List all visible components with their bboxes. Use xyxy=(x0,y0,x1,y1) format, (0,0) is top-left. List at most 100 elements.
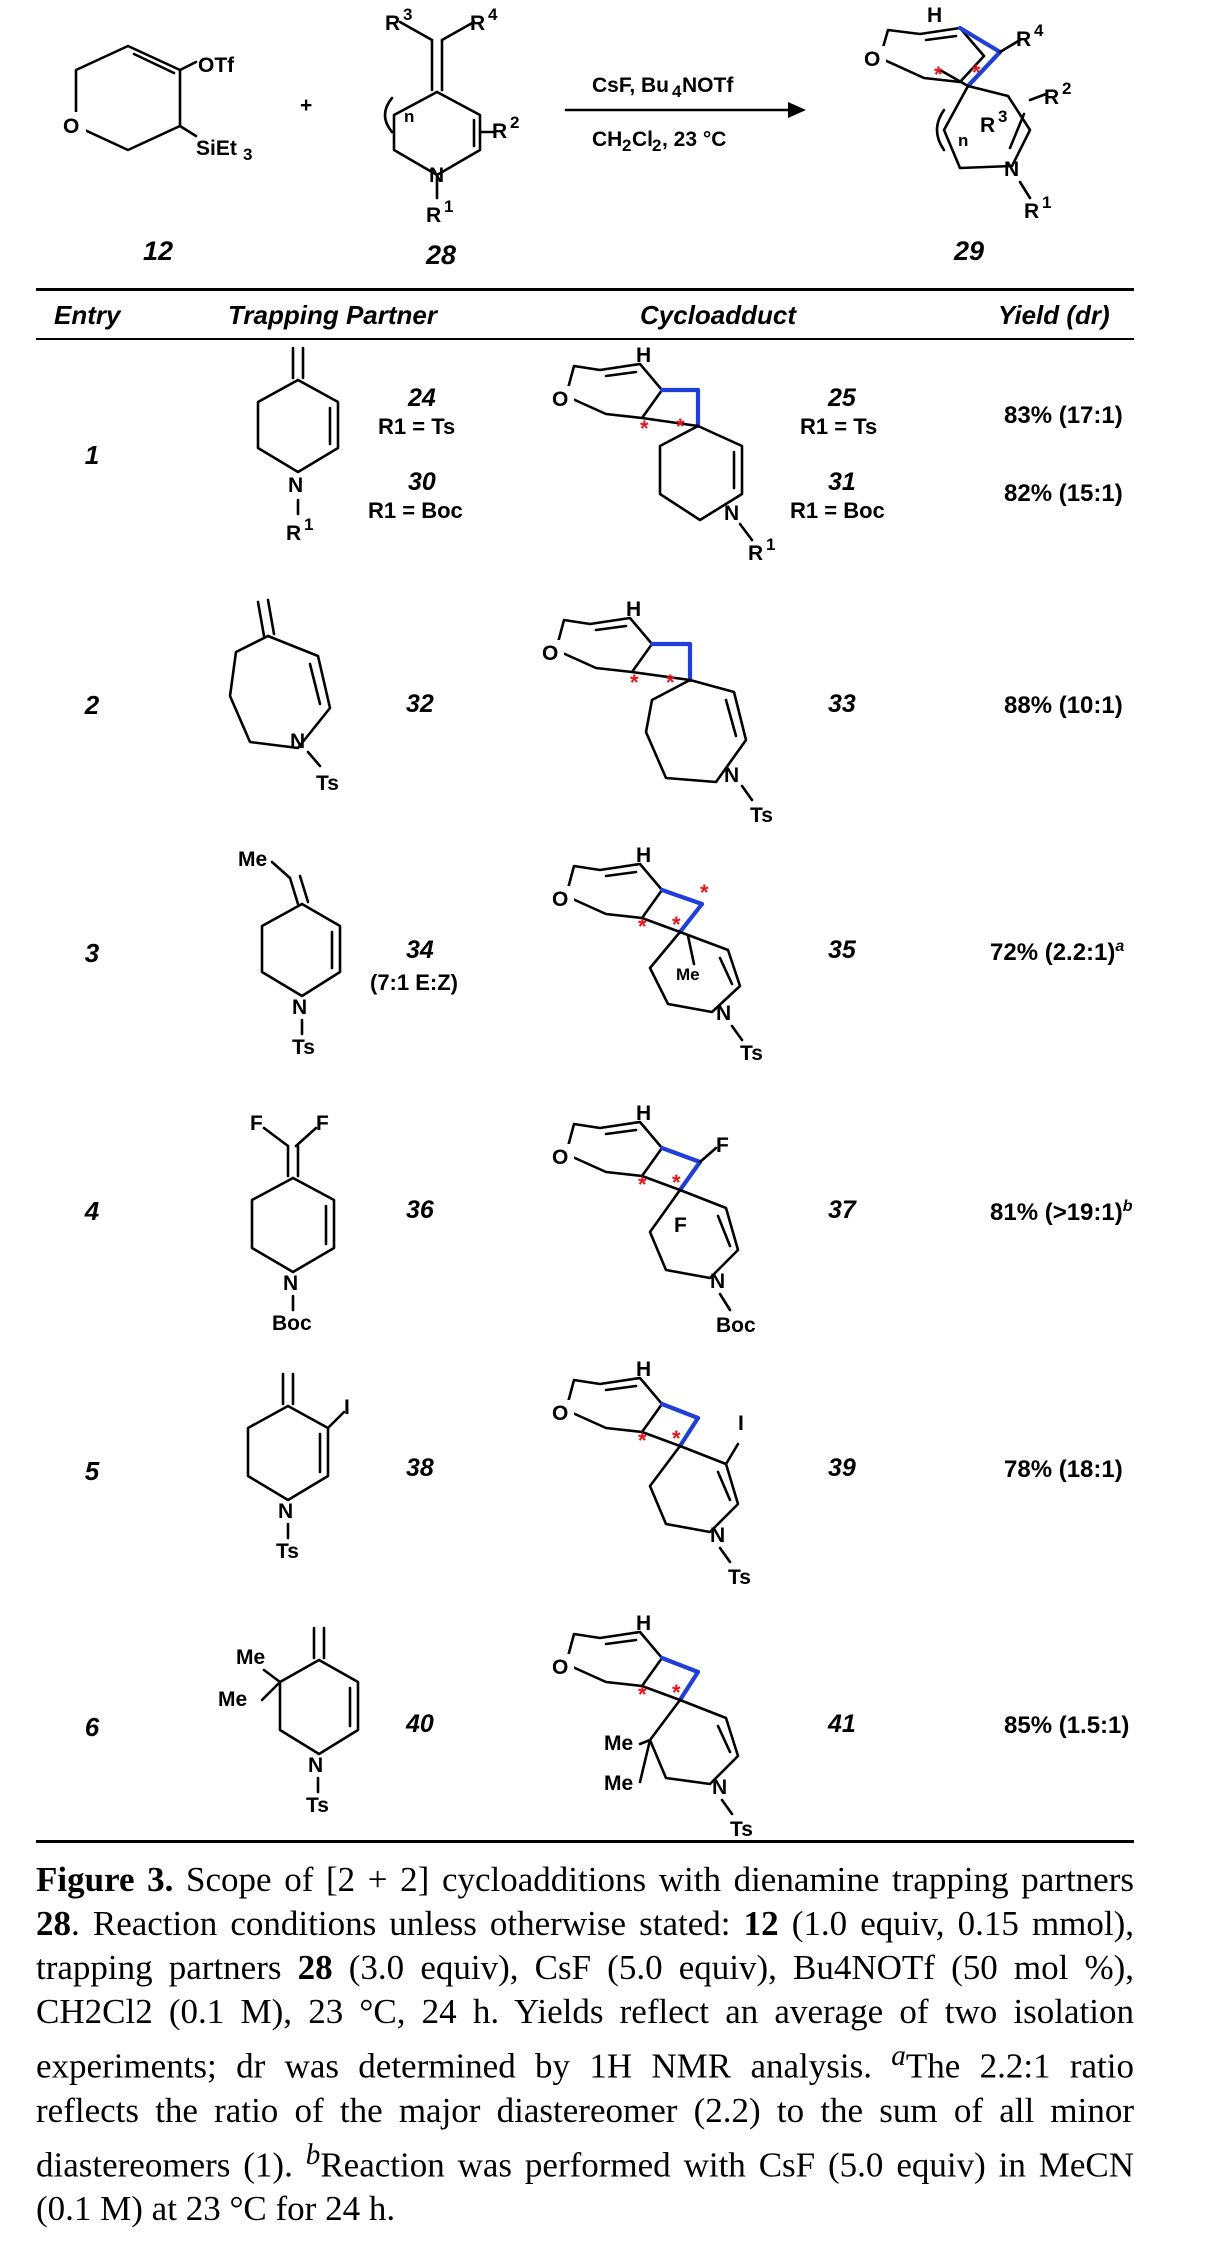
plus-sign: + xyxy=(300,94,312,117)
svg-text:N: N xyxy=(292,996,307,1019)
partner-5-structure: I N Ts xyxy=(246,1372,350,1563)
svg-text:R: R xyxy=(1016,28,1031,51)
svg-text:R: R xyxy=(1044,86,1059,109)
compound-34: 34 xyxy=(406,936,434,964)
svg-text:NOTf: NOTf xyxy=(682,74,734,97)
svg-text:Ts: Ts xyxy=(740,1042,763,1065)
compound-32: 32 xyxy=(406,690,434,718)
compound-41: 41 xyxy=(828,1710,856,1738)
caption-title: Figure 3. xyxy=(36,1860,174,1899)
svg-text:H: H xyxy=(636,1102,651,1125)
svg-text:O: O xyxy=(63,115,79,138)
svg-text:O: O xyxy=(542,642,558,665)
svg-text:*: * xyxy=(640,416,649,441)
caption-text-4: (3.0 equiv), CsF (5.0 equiv), Bu4NOTf (5… xyxy=(36,1948,1135,2086)
yield-1b: 82% (15:1) xyxy=(1004,480,1123,507)
caption-note-a: The 2.2:1 ratio reflects the ratio of th… xyxy=(36,2046,1134,2185)
svg-text:*: * xyxy=(638,1428,647,1453)
svg-text:F: F xyxy=(716,1134,729,1157)
yield-4: 81% (>19:1)b xyxy=(990,1198,1133,1227)
svg-text:R: R xyxy=(426,204,441,227)
caption-bold-28: 28 xyxy=(36,1904,71,1943)
compound-25: 25 xyxy=(828,384,856,412)
header-cycloadduct: Cycloadduct xyxy=(640,300,797,330)
compound-24-sub: R1 = Ts xyxy=(378,414,456,439)
svg-text:SiEt: SiEt xyxy=(196,137,237,160)
svg-text:N: N xyxy=(724,764,739,787)
svg-text:N: N xyxy=(278,1500,293,1523)
yield-3: 72% (2.2:1)a xyxy=(990,938,1124,967)
compound-36: 36 xyxy=(406,1196,434,1224)
svg-text:Me: Me xyxy=(604,1772,633,1795)
svg-text:2: 2 xyxy=(1062,79,1071,98)
svg-text:R: R xyxy=(980,114,995,137)
svg-text:Ts: Ts xyxy=(730,1818,753,1841)
svg-text:Ts: Ts xyxy=(306,1794,329,1817)
svg-text:Me: Me xyxy=(218,1688,247,1711)
svg-text:OTf: OTf xyxy=(198,54,235,77)
svg-text:Boc: Boc xyxy=(272,1312,312,1335)
svg-text:H: H xyxy=(636,1612,651,1635)
svg-text:4: 4 xyxy=(1034,21,1044,40)
partner-2-structure: N Ts xyxy=(228,598,339,795)
entry-1: 1 xyxy=(84,440,100,470)
compound-24: 24 xyxy=(408,384,436,412)
svg-text:F: F xyxy=(674,1214,687,1237)
adduct-2-structure: H N Ts O * * xyxy=(540,598,773,827)
compound-38: 38 xyxy=(406,1454,434,1482)
partner-3-structure: Me N Ts xyxy=(238,848,342,1059)
header-yield: Yield (dr) xyxy=(998,300,1110,330)
caption-bold-28b: 28 xyxy=(297,1948,333,1987)
svg-text:O: O xyxy=(552,888,568,911)
svg-text:Ts: Ts xyxy=(728,1566,751,1589)
svg-text:1: 1 xyxy=(766,535,775,554)
svg-text:1: 1 xyxy=(444,197,453,216)
header-entry: Entry xyxy=(54,300,121,330)
svg-text:4: 4 xyxy=(488,5,498,24)
bottom-rule xyxy=(36,1840,1134,1843)
svg-text:N: N xyxy=(712,1776,727,1799)
entry-6: 6 xyxy=(84,1712,100,1742)
svg-text:*: * xyxy=(638,1682,647,1707)
svg-text:N: N xyxy=(308,1754,323,1777)
svg-text:n: n xyxy=(404,107,414,126)
top-rule xyxy=(36,288,1134,291)
caption-text-3: (1.0 equiv, 0.15 mmol), trapping partner… xyxy=(36,1904,1135,1987)
svg-text:*: * xyxy=(672,912,681,937)
svg-text:H: H xyxy=(626,598,641,621)
label-29: 29 xyxy=(954,236,985,266)
svg-text:2: 2 xyxy=(622,136,631,155)
svg-text:Me: Me xyxy=(676,965,700,984)
compound-25-sub: R1 = Ts xyxy=(800,414,878,439)
svg-text:*: * xyxy=(672,1426,681,1451)
svg-text:N: N xyxy=(288,474,303,497)
svg-text:1: 1 xyxy=(1042,193,1051,212)
compound-35: 35 xyxy=(828,936,856,964)
svg-text:N: N xyxy=(1004,158,1019,181)
svg-text:R: R xyxy=(1024,200,1039,223)
adduct-3-structure: H Me N Ts O * * * xyxy=(550,844,763,1065)
svg-text:I: I xyxy=(344,1396,350,1419)
partner-4-structure: F F N Boc xyxy=(250,1112,336,1335)
svg-text:O: O xyxy=(552,1146,568,1169)
caption-note-a-mark: a xyxy=(891,2040,906,2072)
caption-note-b: Reaction was performed with CsF (5.0 equ… xyxy=(36,2145,1135,2229)
svg-text:O: O xyxy=(552,1656,568,1679)
svg-text:O: O xyxy=(552,388,568,411)
svg-text:Boc: Boc xyxy=(716,1314,756,1337)
svg-text:N: N xyxy=(710,1270,725,1293)
svg-text:*: * xyxy=(638,914,647,939)
svg-text:I: I xyxy=(738,1412,744,1435)
yield-3-footnote: a xyxy=(1115,938,1125,955)
svg-text:Ts: Ts xyxy=(292,1036,315,1059)
compound-31: 31 xyxy=(828,468,856,496)
svg-text:R: R xyxy=(385,12,400,35)
svg-text:R: R xyxy=(492,120,507,143)
adduct-4-structure: H F F N Boc O * * xyxy=(550,1102,756,1337)
